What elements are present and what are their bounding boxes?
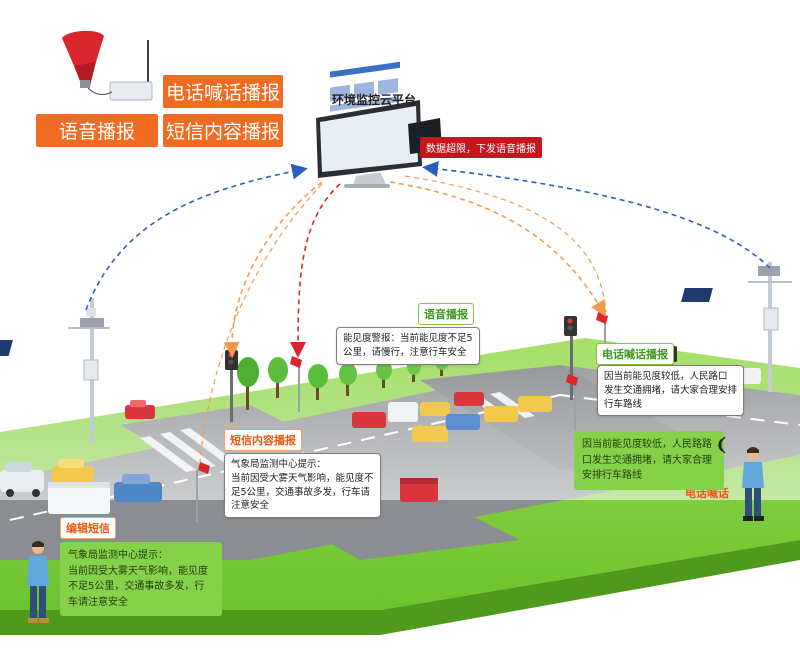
platform-title: 环境监控云平台 xyxy=(332,93,417,107)
right-monitoring-station xyxy=(681,262,792,392)
person-with-phone-icon xyxy=(27,541,49,623)
cloud-platform-monitor xyxy=(316,61,442,188)
message-line: 车请注意安全 xyxy=(68,596,128,608)
bubble-line: 能见度警报：当前能见度不足5 xyxy=(343,333,473,344)
message-line: 口发生交通拥堵，请大家合理 xyxy=(582,454,712,466)
bubble-line: 气象局监测中心提示： xyxy=(231,459,327,470)
message-line: 当前因受大雾天气影响，能见度 xyxy=(68,565,208,577)
phone-broadcast-button[interactable]: 电话喊话播报 xyxy=(163,75,283,108)
bubble-line: 当前因受大雾天气影响，能见度不 xyxy=(231,472,374,484)
sms-broadcast-button[interactable]: 短信内容播报 xyxy=(163,114,283,147)
phone-call-message-box: 因当前能见度较低，人民路路 口发生交通拥堵，请大家合理 安排行车路线 xyxy=(574,431,724,490)
phone-broadcast-tag: 电话喊话播报 xyxy=(596,343,674,365)
bubble-line: 因当前能见度较低，人民路口 xyxy=(604,371,728,382)
visibility-alert-bubble: 能见度警报：当前能见度不足5 公里，请慢行，注意行车安全 xyxy=(336,327,480,365)
voice-broadcast-tag: 语音播报 xyxy=(418,303,474,325)
edit-sms-tag: 编辑短信 xyxy=(60,517,116,539)
traffic-center-bubble: 因当前能见度较低，人民路口 发生交通拥堵，请大家合理安排 行车路线 xyxy=(597,365,745,417)
bubble-line: 公里，请慢行，注意行车安全 xyxy=(343,346,467,358)
bubble-line: 发生交通拥堵，请大家合理安排 xyxy=(604,384,738,396)
roadside-speakers xyxy=(196,312,608,522)
signal-arcs xyxy=(85,160,771,463)
alert-banner: 数据超限，下发语音播报 xyxy=(420,137,542,158)
message-line: 安排行车路线 xyxy=(582,470,642,481)
person-on-call-icon xyxy=(742,447,764,521)
left-monitoring-station xyxy=(0,298,110,443)
bubble-line: 足5公里，交通事故多发，行车请 xyxy=(231,486,371,498)
signal-waves-icon xyxy=(718,436,726,454)
bubble-line: 注意安全 xyxy=(231,500,270,512)
bubble-line: 行车路线 xyxy=(604,398,643,410)
horn-speaker-device xyxy=(62,30,153,101)
sms-broadcast-tag: 短信内容播报 xyxy=(224,429,302,451)
message-line: 不足5公里，交通事故多发，行 xyxy=(68,581,205,592)
phone-call-tag: 电话喊话 xyxy=(685,487,729,500)
vehicles xyxy=(0,368,761,514)
voice-broadcast-button[interactable]: 语音播报 xyxy=(36,114,158,147)
message-line: 气象局监测中心提示： xyxy=(68,550,168,561)
sms-phone-message-box: 气象局监测中心提示： 当前因受大雾天气影响，能见度 不足5公里，交通事故多发，行… xyxy=(60,542,222,616)
weather-sign-bubble: 气象局监测中心提示： 当前因受大雾天气影响，能见度不 足5公里，交通事故多发，行… xyxy=(224,453,381,519)
message-line: 因当前能见度较低，人民路路 xyxy=(582,439,712,450)
